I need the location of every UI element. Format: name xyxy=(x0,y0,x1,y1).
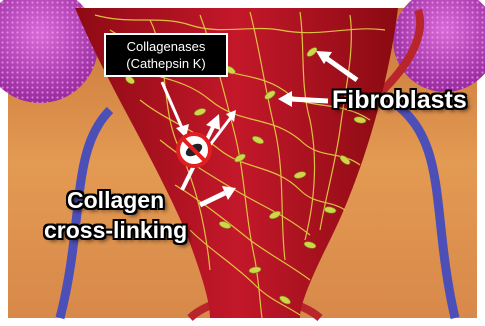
collagenases-label: Collagenases (Cathepsin K) xyxy=(104,33,228,77)
fibroblasts-label: Fibroblasts xyxy=(332,86,467,115)
collagen-label-line2: cross-linking xyxy=(44,215,187,245)
collagenases-label-line1: Collagenases xyxy=(106,38,226,55)
collagen-cross-linking-label: Collagen cross-linking xyxy=(44,185,187,245)
collagen-label-line1: Collagen xyxy=(44,185,187,215)
collagenases-label-line2: (Cathepsin K) xyxy=(106,55,226,72)
no-symbol-icon xyxy=(178,134,210,166)
